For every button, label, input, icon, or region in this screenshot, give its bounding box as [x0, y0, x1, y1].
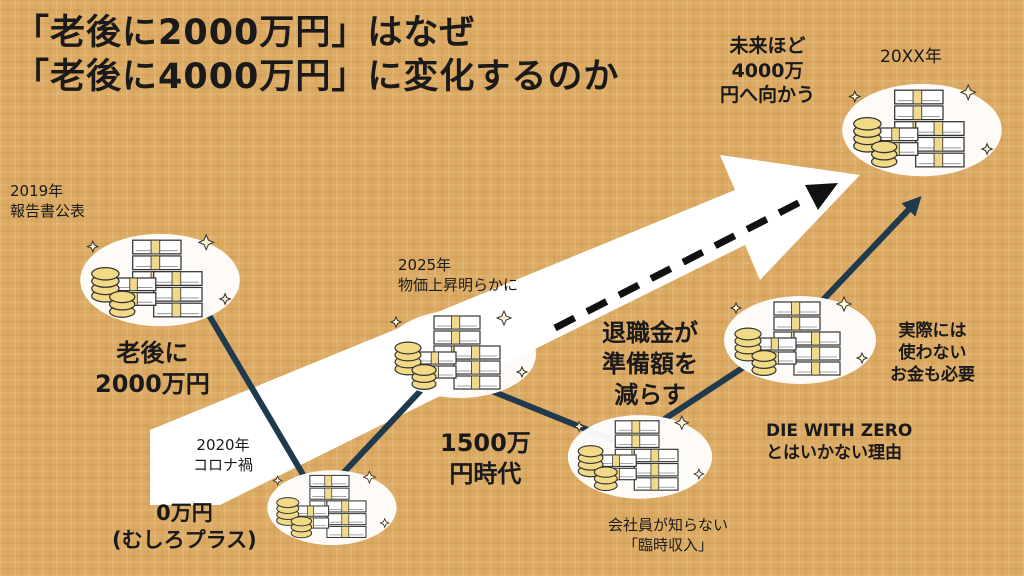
- title-line-1: 「老後に2000万円」はなぜ: [14, 13, 476, 53]
- sparkle-icon: [218, 292, 232, 306]
- money-rise: [724, 295, 876, 384]
- money-2025: [384, 309, 536, 398]
- sparkle-icon: [379, 517, 391, 529]
- label-20xx: 20XX年: [880, 47, 942, 67]
- coin-stack-icon: [751, 350, 777, 377]
- dashed-arrow-head: [805, 183, 838, 210]
- sparkle-icon: [729, 301, 743, 315]
- sparkle-icon: [673, 414, 690, 431]
- money-stack-icon: [633, 448, 679, 491]
- title-line-2: 「老後に4000万円」に変化するのか: [14, 57, 620, 97]
- money-stack-icon: [326, 500, 367, 538]
- coin-stack-icon: [108, 290, 136, 318]
- coin-stack-icon: [577, 445, 604, 478]
- sparkle-icon: [86, 239, 100, 254]
- label-rinji: 会社員が知らない 「臨時収入」: [608, 516, 729, 554]
- sparkle-icon: [389, 315, 403, 329]
- label-1500: 1500万 円時代: [440, 429, 531, 489]
- sparkle-icon: [855, 351, 869, 365]
- label-future: 未来ほど 4000万 円へ向かう: [720, 35, 816, 107]
- money-2019: [80, 233, 240, 327]
- sparkle-icon: [515, 365, 529, 379]
- sparkle-icon: [835, 295, 853, 313]
- money-stack-icon: [915, 121, 965, 168]
- coin-stack-icon: [411, 364, 437, 391]
- money-stack-icon: [153, 271, 203, 318]
- money-20xx: [842, 83, 1002, 177]
- label-zero: 0万円 (むしろプラス): [112, 501, 257, 553]
- label-2019: 2019年 報告書公表: [10, 182, 86, 220]
- coin-stack-icon: [290, 516, 313, 539]
- money-stack-icon: [793, 331, 841, 376]
- label-2025: 2025年 物価上昇明らかに: [398, 256, 519, 294]
- sparkle-icon: [272, 475, 283, 486]
- coin-stack-icon: [593, 466, 618, 492]
- sparkle-icon: [959, 83, 977, 101]
- coin-stack-icon: [870, 140, 898, 168]
- money-stack-icon: [453, 345, 501, 390]
- label-rougo-2000: 老後に 2000万円: [95, 339, 210, 399]
- sparkle-icon: [980, 142, 994, 156]
- money-2020: [267, 470, 397, 546]
- sparkle-icon: [573, 420, 586, 433]
- sparkle-icon: [495, 309, 513, 327]
- label-2020: 2020年 コロナ禍: [193, 436, 254, 474]
- coin-stack-icon: [734, 327, 762, 362]
- sparkle-icon: [362, 470, 377, 485]
- label-die-with-zero: DIE WITH ZERO とはいかない理由: [766, 421, 913, 464]
- dashed-arrow-line: [553, 192, 814, 332]
- sparkle-icon: [692, 468, 705, 480]
- label-retirement: 退職金が 準備額を 減らす: [602, 319, 698, 410]
- sparkle-icon: [848, 89, 862, 104]
- label-jissai: 実際には 使わない お金も必要: [890, 321, 975, 386]
- sparkle-icon: [197, 233, 215, 251]
- money-dip: [567, 414, 713, 499]
